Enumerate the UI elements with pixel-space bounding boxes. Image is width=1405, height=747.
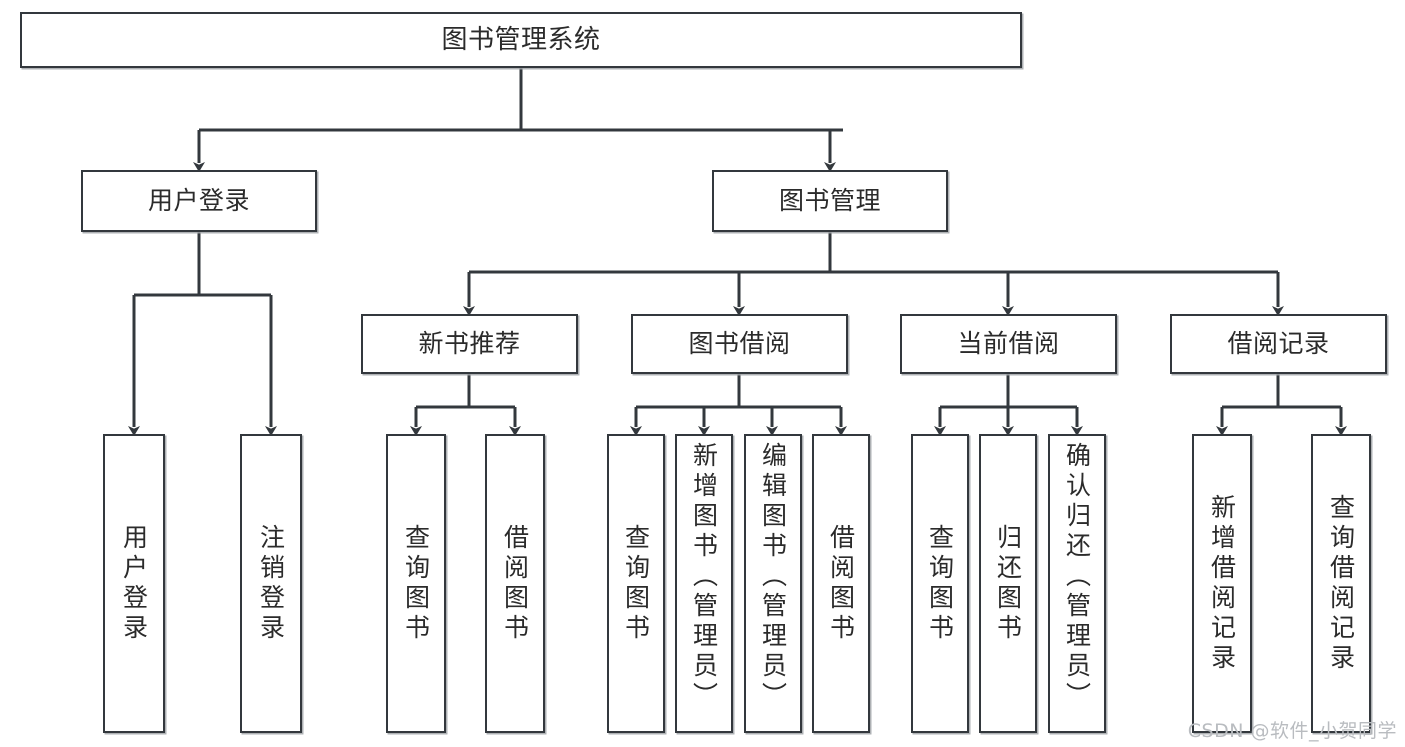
node-label: 当前借阅 xyxy=(957,329,1060,359)
leaf-confirm-return-admin[interactable]: 确认归还（管理员） xyxy=(1048,434,1106,733)
node-root-book-management-system[interactable]: 图书管理系统 xyxy=(20,12,1022,68)
leaf-edit-book-admin[interactable]: 编辑图书（管理员） xyxy=(744,434,802,733)
node-user-login[interactable]: 用户登录 xyxy=(81,170,317,232)
node-label: 图书管理 xyxy=(778,186,881,216)
leaf-borrow-book-borrow[interactable]: 借阅图书 xyxy=(812,434,870,733)
node-label: 确认归还（管理员） xyxy=(1062,442,1092,712)
node-label: 注销登录 xyxy=(256,523,286,644)
leaf-query-borrow-record[interactable]: 查询借阅记录 xyxy=(1311,434,1371,733)
node-book-manage[interactable]: 图书管理 xyxy=(712,170,948,232)
leaf-query-book-current[interactable]: 查询图书 xyxy=(911,434,969,733)
node-label: 借阅图书 xyxy=(826,523,856,644)
node-borrow-record[interactable]: 借阅记录 xyxy=(1170,314,1387,374)
leaf-query-book-borrow[interactable]: 查询图书 xyxy=(607,434,665,733)
node-book-borrow[interactable]: 图书借阅 xyxy=(631,314,848,374)
node-label: 借阅记录 xyxy=(1227,329,1330,359)
node-current-borrow[interactable]: 当前借阅 xyxy=(900,314,1117,374)
node-label: 新增图书（管理员） xyxy=(689,442,719,712)
node-label: 查询图书 xyxy=(925,523,955,644)
node-label: 图书借阅 xyxy=(688,329,791,359)
node-label: 查询图书 xyxy=(621,523,651,644)
leaf-query-book-new-recommend[interactable]: 查询图书 xyxy=(386,434,446,733)
leaf-user-login[interactable]: 用户登录 xyxy=(103,434,165,733)
leaf-add-borrow-record[interactable]: 新增借阅记录 xyxy=(1192,434,1252,733)
node-label: 查询借阅记录 xyxy=(1326,493,1356,674)
leaf-user-logout[interactable]: 注销登录 xyxy=(240,434,302,733)
node-label: 新书推荐 xyxy=(418,329,521,359)
node-new-book-recommend[interactable]: 新书推荐 xyxy=(361,314,578,374)
node-label: 新增借阅记录 xyxy=(1207,493,1237,674)
leaf-return-book[interactable]: 归还图书 xyxy=(979,434,1037,733)
node-label: 编辑图书（管理员） xyxy=(758,442,788,712)
node-label: 借阅图书 xyxy=(500,523,530,644)
node-label: 图书管理系统 xyxy=(441,24,601,55)
leaf-add-book-admin[interactable]: 新增图书（管理员） xyxy=(675,434,733,733)
node-label: 用户登录 xyxy=(147,186,250,216)
leaf-borrow-book-new-recommend[interactable]: 借阅图书 xyxy=(485,434,545,733)
node-label: 用户登录 xyxy=(119,523,149,644)
watermark: CSDN @软件_小贺同学 xyxy=(1187,720,1397,742)
node-label: 归还图书 xyxy=(993,523,1023,644)
node-label: 查询图书 xyxy=(401,523,431,644)
